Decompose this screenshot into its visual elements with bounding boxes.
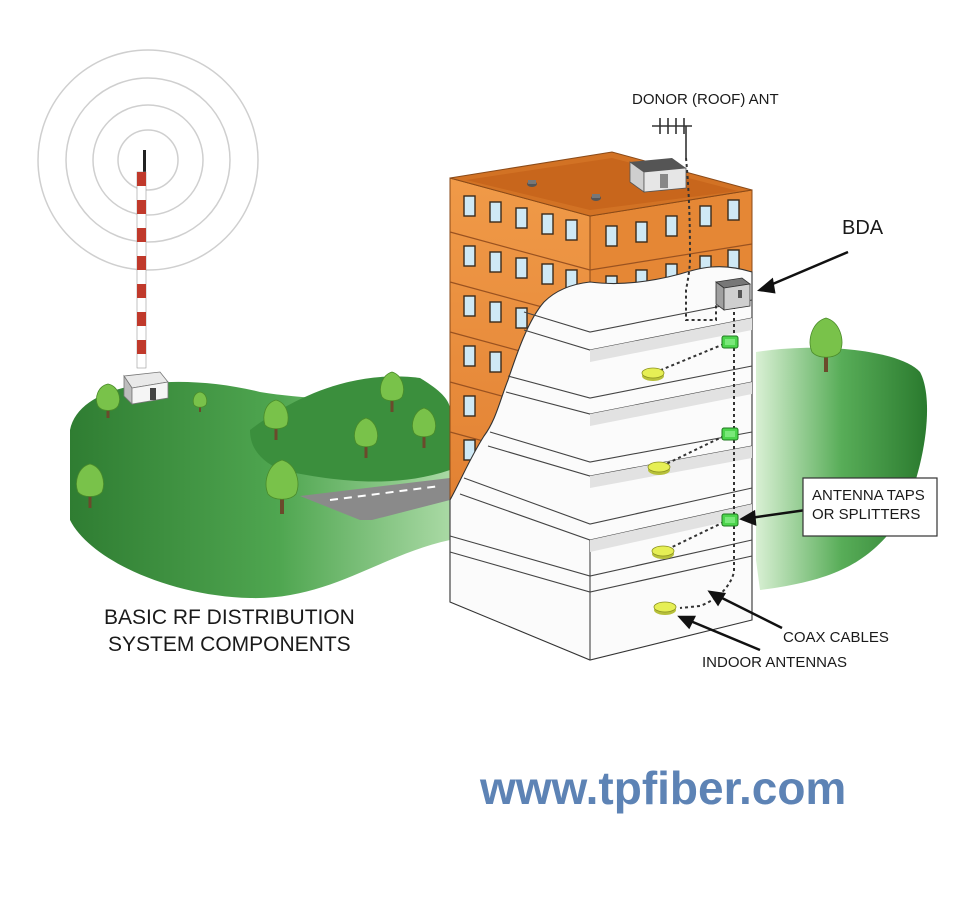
tree-icon [380, 371, 404, 412]
tree-icon [809, 317, 843, 372]
road [300, 478, 450, 520]
windows-front [463, 195, 578, 461]
diagram-title-line1: BASIC RF DISTRIBUTION [104, 606, 355, 629]
taps-label-line2: OR SPLITTERS [812, 506, 920, 523]
tree-icon [412, 407, 436, 448]
coax-cable-branches [655, 343, 725, 551]
trees [76, 317, 843, 514]
tree-icon [265, 459, 299, 514]
splitter-icon [721, 513, 739, 527]
watermark-url: www.tpfiber.com [479, 762, 846, 814]
splitter-icon [721, 427, 739, 441]
tower-mast [136, 171, 147, 369]
coax-label: COAX CABLES [783, 629, 889, 646]
tree-icon [96, 383, 120, 418]
splitters [721, 335, 739, 527]
labels: DONOR (ROOF) ANT BDA ANTENNA TAPS OR SPL… [104, 91, 938, 814]
taps-callout-box: ANTENNA TAPS OR SPLITTERS [802, 477, 938, 537]
tree-icon [192, 391, 208, 412]
ceiling-antenna-icon [653, 601, 677, 615]
tree-icon [76, 463, 104, 508]
road-lines [329, 485, 441, 501]
tree-icon [263, 399, 289, 440]
building [449, 151, 753, 661]
roof-vents [527, 180, 601, 201]
ceiling-antenna-icon [641, 367, 665, 381]
bda-label: BDA [842, 217, 884, 239]
roof-parapet [466, 158, 738, 210]
taps-label-line1: ANTENNA TAPS [812, 487, 925, 504]
coax-arrow [707, 590, 783, 630]
donor-antenna-label: DONOR (ROOF) ANT [632, 91, 779, 108]
taps-arrow [739, 508, 807, 526]
rooftop-equipment-room [629, 158, 687, 193]
radio-wave-rings [37, 49, 259, 271]
indoor-arrow [677, 615, 761, 652]
bda-arrow [757, 250, 849, 294]
floor-shadows [590, 318, 752, 552]
indoor-antennas [641, 367, 677, 615]
amplifier-box-icon [714, 277, 752, 311]
right-hill [756, 347, 928, 590]
diagram-title-line2: SYSTEM COMPONENTS [108, 633, 351, 656]
yagi-antenna-icon [652, 118, 692, 158]
splitter-icon [721, 335, 739, 349]
ceiling-antenna-icon [647, 461, 671, 475]
callout-arrows [677, 250, 849, 652]
ceiling-antenna-icon [651, 545, 675, 559]
tree-icon [354, 417, 378, 458]
equipment-shed [123, 371, 169, 405]
cutaway-interior [449, 266, 753, 661]
indoor-antennas-label: INDOOR ANTENNAS [702, 654, 847, 671]
middle-hill [250, 376, 450, 482]
cell-tower-icon [123, 150, 169, 405]
